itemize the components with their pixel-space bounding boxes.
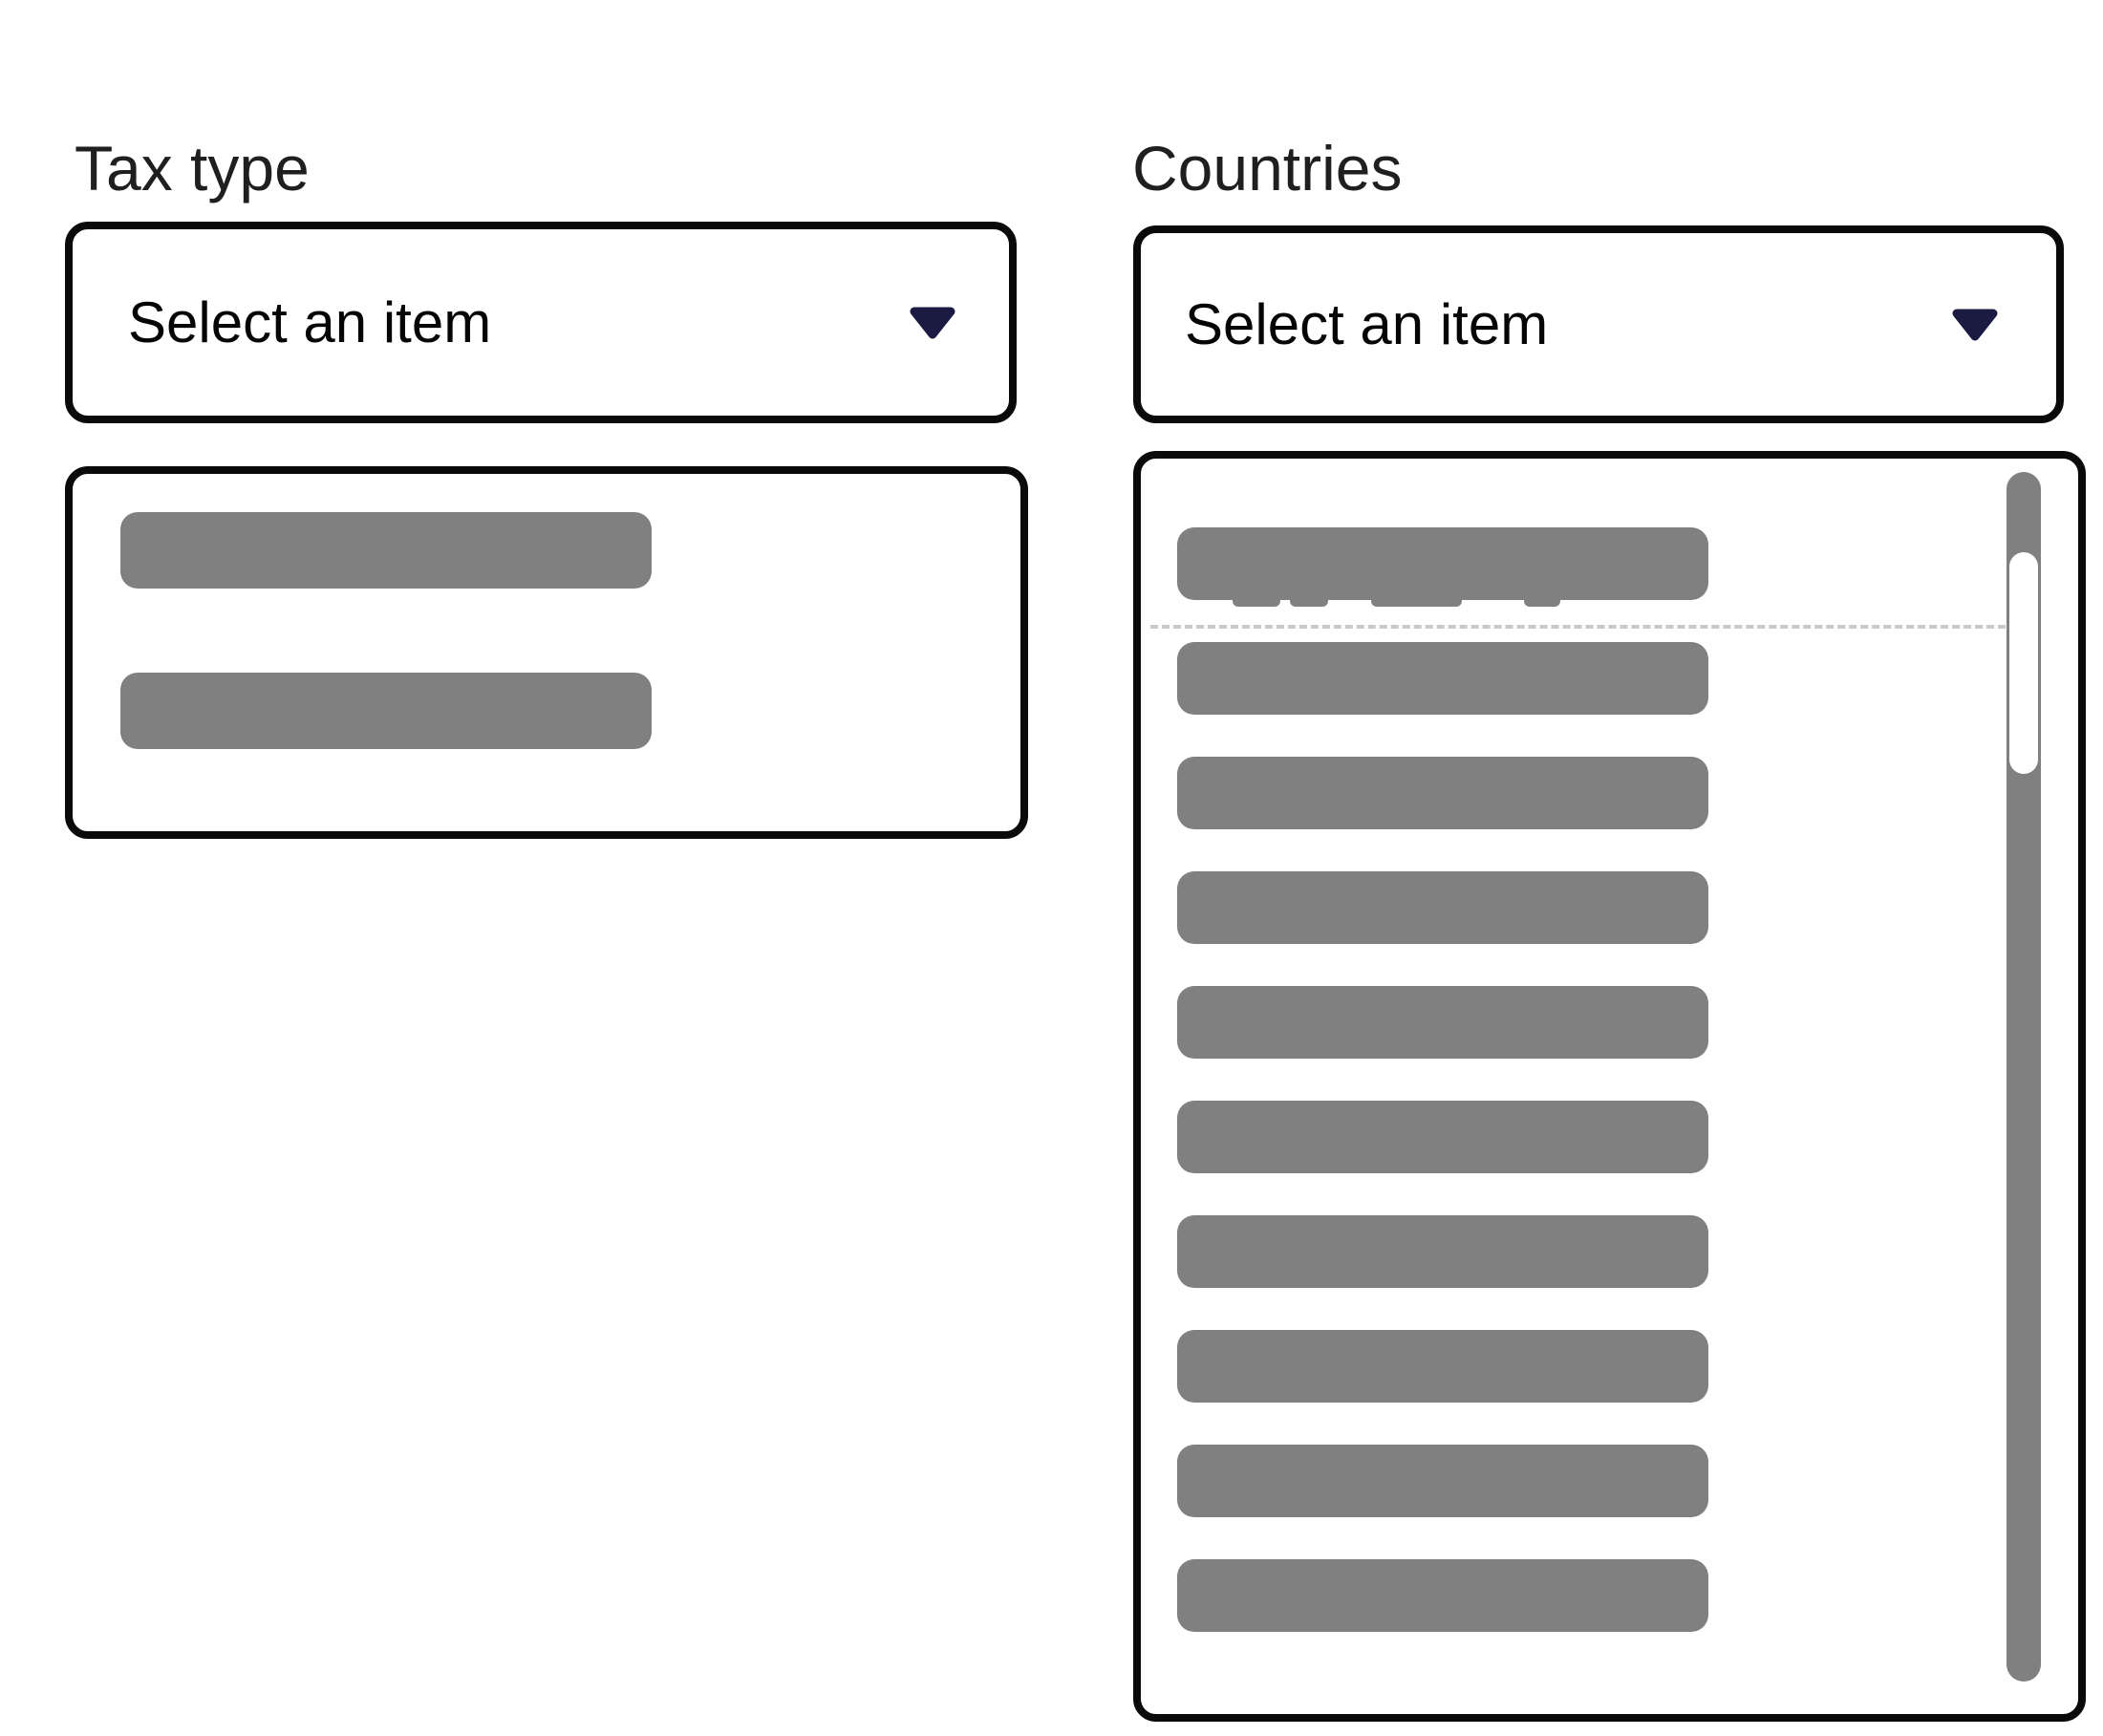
- redaction-artifact-dashes: [1150, 625, 2040, 629]
- chevron-down-icon: [1951, 309, 1999, 341]
- scrollbar-track[interactable]: [2006, 472, 2041, 1682]
- redaction-artifact: [1371, 596, 1462, 607]
- countries-options: [1141, 459, 2078, 1632]
- list-item[interactable]: [1177, 1215, 1708, 1288]
- countries-select-value: Select an item: [1185, 292, 1549, 356]
- list-item[interactable]: [1177, 642, 1708, 715]
- list-item[interactable]: [1177, 1101, 1708, 1173]
- list-item[interactable]: [1177, 871, 1708, 944]
- redaction-artifact: [1233, 596, 1280, 607]
- tax-type-select[interactable]: Select an item: [65, 222, 1017, 423]
- countries-label: Countries: [1132, 133, 1403, 204]
- list-item[interactable]: [120, 512, 652, 589]
- countries-listbox: [1133, 451, 2086, 1722]
- redaction-artifact: [1524, 596, 1560, 607]
- tax-type-select-value: Select an item: [128, 290, 492, 354]
- list-item[interactable]: [1177, 527, 1708, 600]
- countries-select[interactable]: Select an item: [1133, 225, 2064, 423]
- list-item[interactable]: [1177, 757, 1708, 829]
- redaction-artifact: [1290, 596, 1328, 607]
- list-item[interactable]: [120, 673, 652, 749]
- list-item[interactable]: [1177, 986, 1708, 1059]
- list-item[interactable]: [1177, 1445, 1708, 1517]
- tax-type-label: Tax type: [75, 133, 310, 204]
- tax-type-options: [73, 474, 1020, 749]
- tax-type-listbox: [65, 466, 1028, 839]
- chevron-down-icon: [909, 307, 956, 339]
- scrollbar-thumb[interactable]: [2009, 552, 2038, 774]
- list-item[interactable]: [1177, 1559, 1708, 1632]
- list-item[interactable]: [1177, 1330, 1708, 1403]
